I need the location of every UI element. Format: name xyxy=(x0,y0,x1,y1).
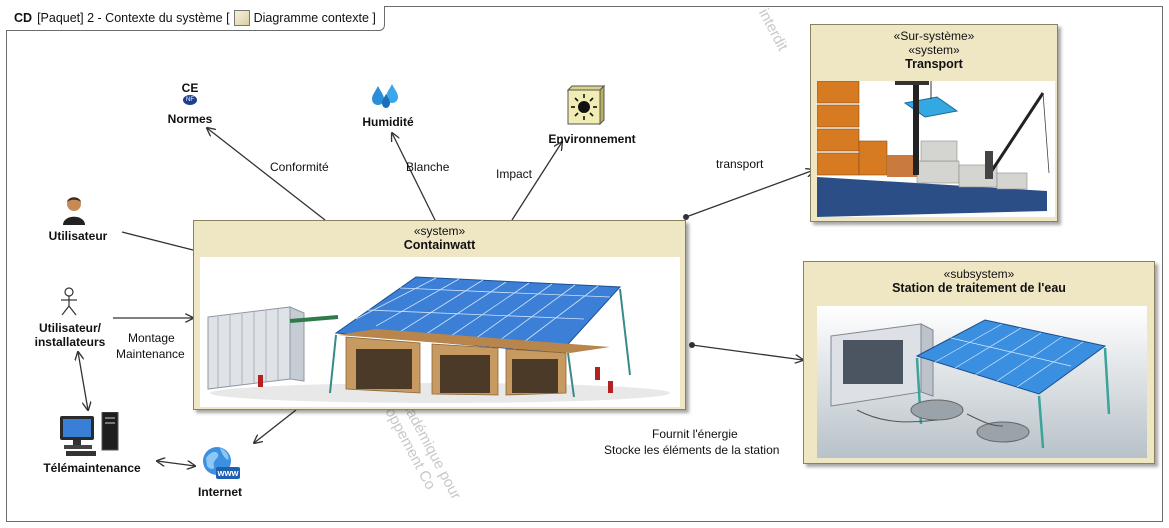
station-stereotype: «subsystem» xyxy=(943,267,1015,281)
relation-maintenance-label: Maintenance xyxy=(116,347,185,361)
www-badge: www xyxy=(216,468,239,478)
utilisateur-label[interactable]: Utilisateur xyxy=(48,229,108,243)
block-containwatt[interactable]: «system» Containwatt xyxy=(193,220,686,410)
internet-label[interactable]: Internet xyxy=(197,485,242,499)
frame-bracket-open: [ xyxy=(226,11,230,25)
frame-kind: CD xyxy=(14,11,33,25)
diagram-frame xyxy=(6,6,1163,522)
containwatt-name: Containwatt xyxy=(403,238,476,252)
user-person-icon xyxy=(63,197,85,225)
sun-icon xyxy=(566,84,606,126)
transport-stereotype-1: «Sur-système» xyxy=(893,29,975,43)
relation-impact-label: Impact xyxy=(496,167,533,181)
telemaintenance-label[interactable]: Télémaintenance xyxy=(43,461,141,475)
computer-icon xyxy=(60,412,119,456)
relation-station-diamond xyxy=(689,342,695,348)
relation-transport-line[interactable] xyxy=(685,170,814,218)
relation-station-line[interactable] xyxy=(691,344,803,360)
diagram-type-icon xyxy=(233,10,250,26)
installateurs-label-line1: Utilisateur/ xyxy=(38,321,101,335)
frame-title: 2 - Contexte du système xyxy=(87,11,223,25)
block-station[interactable]: «subsystem» Station de traitement de l'e… xyxy=(803,261,1155,464)
stick-figure-actor-icon xyxy=(61,287,77,316)
normes-label[interactable]: Normes xyxy=(167,112,213,126)
ce-marking-icon: CE NF xyxy=(180,82,200,108)
transport-stereotype-2: «system» xyxy=(908,43,960,57)
ce-mark: CE xyxy=(181,81,199,95)
globe-www-icon: www xyxy=(203,447,240,479)
station-name: Station de traitement de l'eau xyxy=(892,281,1066,295)
relation-utilisateur-line[interactable] xyxy=(121,231,194,251)
block-transport[interactable]: «Sur-système» «system» Transport xyxy=(810,24,1058,222)
frame-title-tab[interactable]: CD [Paquet] 2 - Contexte du système [ Dia… xyxy=(6,6,385,31)
frame-diagram-name: Diagramme contexte xyxy=(253,11,369,25)
transport-name: Transport xyxy=(905,57,963,71)
relation-blanche-label: Blanche xyxy=(406,160,450,174)
station-illustration xyxy=(817,306,1147,458)
nf-mark: NF xyxy=(183,95,197,105)
relation-impact-line[interactable] xyxy=(511,142,562,221)
relation-transport-label: transport xyxy=(716,157,764,171)
relation-fournit-label: Fournit l'énergie xyxy=(652,427,738,441)
transport-illustration xyxy=(817,81,1055,217)
frame-bracket-close: ] xyxy=(372,11,376,25)
relation-transport-diamond xyxy=(683,214,689,220)
environnement-label[interactable]: Environnement xyxy=(548,132,636,146)
relation-conformite-line[interactable] xyxy=(207,128,326,221)
frame-package-keyword: [Paquet] xyxy=(37,11,84,25)
installateurs-label-line2: installateurs xyxy=(34,335,106,349)
relation-installateur-tele-line[interactable] xyxy=(78,352,88,410)
relation-montage-label: Montage xyxy=(128,331,175,345)
relation-blanche-line[interactable] xyxy=(392,133,436,221)
containwatt-illustration xyxy=(200,257,680,407)
installateurs-label[interactable]: Utilisateur/ installateurs xyxy=(22,321,118,349)
relation-conformite-label: Conformité xyxy=(270,160,329,174)
relation-stocke-label: Stocke les éléments de la station xyxy=(604,443,780,457)
water-drops-icon xyxy=(372,84,398,108)
containwatt-stereotype: «system» xyxy=(413,224,466,238)
relation-internet-line[interactable] xyxy=(254,409,297,443)
relation-tele-internet-line[interactable] xyxy=(157,461,195,466)
humidite-label[interactable]: Humidité xyxy=(362,115,414,129)
